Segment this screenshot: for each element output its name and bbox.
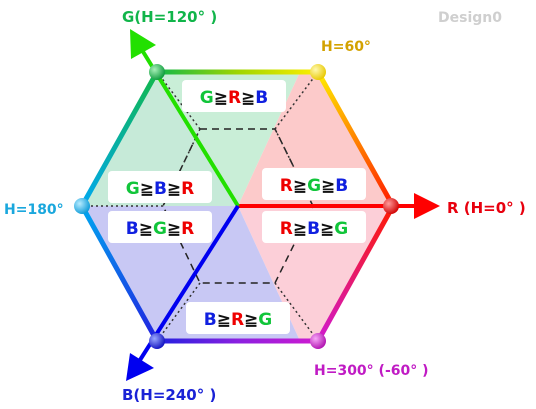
relation-symbol: ≧ (244, 310, 258, 330)
channel-letter-b: B (335, 176, 348, 196)
channel-letter-g: G (307, 176, 321, 196)
channel-letter-b: B (204, 310, 217, 330)
region-box: R≧G≧B (262, 168, 366, 200)
vertex-ball-yellow (310, 64, 326, 80)
region-box: G≧B≧R (108, 171, 212, 203)
region-box-bg (186, 302, 290, 334)
region-box: B≧R≧G (186, 302, 290, 334)
region-box: B≧G≧R (108, 211, 212, 243)
vertex-ball-magenta (310, 333, 326, 349)
channel-letter-g: G (334, 219, 348, 239)
relation-symbol: ≧ (293, 219, 307, 239)
channel-letter-r: R (280, 219, 293, 239)
vertex-label-h60: H=60° (321, 39, 371, 55)
hexagon-edge-upper-left (79, 69, 160, 209)
relation-symbol: ≧ (167, 219, 181, 239)
relation-symbol: ≧ (321, 176, 335, 196)
vertex-ball-red (383, 198, 399, 214)
relation-symbol: ≧ (217, 310, 231, 330)
region-box-bg (262, 211, 366, 243)
relation-symbol: ≧ (241, 88, 255, 108)
region-box-bg (182, 80, 286, 112)
channel-letter-b: B (255, 88, 268, 108)
hexagon-edge-lower-left (79, 203, 160, 344)
r-axis-arrowhead (414, 193, 440, 219)
b-axis-label: B(H=240° ) (122, 386, 216, 404)
vertex-ball-green (149, 64, 165, 80)
dotted-line (274, 71, 319, 130)
vertex-markers (74, 64, 399, 349)
region-label: B≧R≧G (204, 310, 273, 330)
region-label: G≧B≧R (126, 179, 195, 199)
dotted-line (274, 282, 319, 342)
region-label: R≧B≧G (280, 219, 349, 239)
channel-letter-r: R (228, 88, 241, 108)
channel-letter-g: G (258, 310, 272, 330)
region-box-bg (108, 171, 212, 203)
hexagon-edge-lower-right (315, 203, 396, 344)
channel-letter-g: G (200, 88, 214, 108)
relation-symbol: ≧ (214, 88, 228, 108)
region-label: R≧G≧B (280, 176, 349, 196)
region-box: R≧B≧G (262, 211, 366, 243)
vertex-ball-blue (149, 333, 165, 349)
relation-symbol: ≧ (293, 176, 307, 196)
g-axis-arrowhead (130, 29, 156, 59)
dotted-line (156, 71, 201, 130)
relation-symbol: ≧ (320, 219, 334, 239)
channel-letter-r: R (181, 179, 194, 199)
channel-letter-b: B (307, 219, 320, 239)
region-box-bg (108, 211, 212, 243)
region-box-bg (262, 168, 366, 200)
vertex-ball-cyan (74, 198, 90, 214)
dotted-line (156, 282, 201, 342)
relation-symbol: ≧ (139, 219, 153, 239)
watermark: Design0 (438, 10, 502, 26)
region-label: G≧R≧B (200, 88, 269, 108)
vertex-label-h180: H=180° (4, 202, 64, 218)
relation-symbol: ≧ (140, 179, 154, 199)
vertex-label-h300: H=300° (-60° ) (314, 363, 429, 379)
region-label: B≧G≧R (126, 219, 195, 239)
hexagon-outline (79, 69, 396, 344)
channel-letter-r: R (231, 310, 244, 330)
channel-letter-r: R (181, 219, 194, 239)
channel-letter-r: R (280, 176, 293, 196)
r-axis-label: R (H=0° ) (447, 199, 526, 217)
channel-letter-g: G (153, 219, 167, 239)
g-axis-label: G(H=120° ) (122, 8, 217, 26)
region-labels: G≧R≧B G≧B≧R R≧G≧B B≧G≧R R≧B≧G B≧R≧G (108, 80, 366, 334)
b-axis-arrowhead (126, 353, 154, 381)
relation-symbol: ≧ (167, 179, 181, 199)
hexagon-edge-upper-right (315, 69, 396, 209)
channel-letter-b: B (126, 219, 139, 239)
channel-letter-b: B (154, 179, 167, 199)
channel-letter-g: G (126, 179, 140, 199)
region-box: G≧R≧B (182, 80, 286, 112)
